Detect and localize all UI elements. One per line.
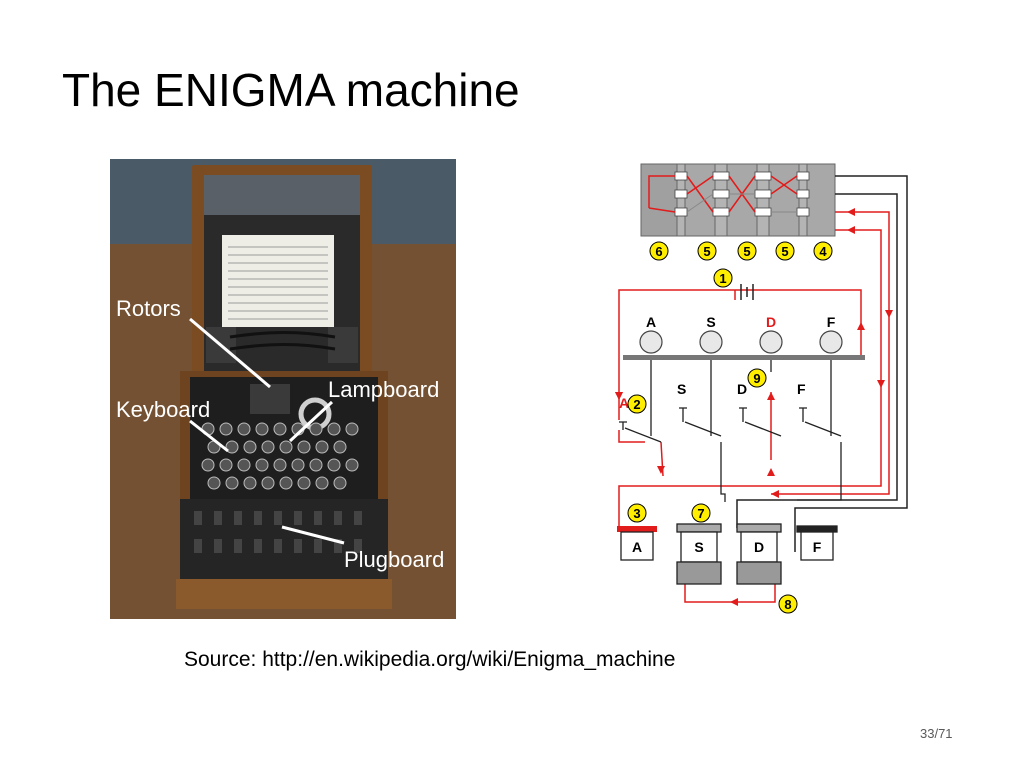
step-number: 5 bbox=[703, 244, 710, 259]
step-number: 3 bbox=[633, 506, 640, 521]
page-number: 33/71 bbox=[920, 726, 953, 741]
plug-label: A bbox=[632, 539, 642, 555]
step-number: 2 bbox=[633, 397, 640, 412]
step-number: 6 bbox=[655, 244, 662, 259]
source-citation: Source: http://en.wikipedia.org/wiki/Eni… bbox=[184, 648, 676, 671]
step-number: 8 bbox=[784, 597, 791, 612]
key-label: F bbox=[797, 381, 806, 397]
step-number: 4 bbox=[819, 244, 827, 259]
slide-title: The ENIGMA machine bbox=[62, 64, 520, 116]
key-label: D bbox=[737, 381, 747, 397]
plug-label: F bbox=[813, 539, 822, 555]
key-label: A bbox=[619, 395, 629, 411]
rotor-assembly bbox=[640, 163, 836, 237]
lamp-label: F bbox=[827, 314, 836, 330]
step-number: 5 bbox=[781, 244, 788, 259]
lamp-label: A bbox=[646, 314, 656, 330]
plug-label: S bbox=[694, 539, 703, 555]
key-label: S bbox=[677, 381, 686, 397]
step-number: 9 bbox=[753, 371, 760, 386]
lampboard-label: Lampboard bbox=[328, 377, 439, 402]
enigma-wiring-diagram: 6 5 5 5 4 bbox=[585, 160, 925, 620]
step-number: 5 bbox=[743, 244, 750, 259]
keyboard-label: Keyboard bbox=[116, 397, 210, 422]
step-number: 1 bbox=[719, 271, 726, 286]
enigma-photo: Rotors Keyboard Lampboard Plugboard bbox=[110, 159, 456, 619]
plug-label: D bbox=[754, 539, 764, 555]
step-number: 7 bbox=[697, 506, 704, 521]
lamp-label: S bbox=[706, 314, 715, 330]
rotors-label: Rotors bbox=[116, 296, 181, 321]
plugboard-label: Plugboard bbox=[344, 547, 444, 572]
lamp-label: D bbox=[766, 314, 776, 330]
